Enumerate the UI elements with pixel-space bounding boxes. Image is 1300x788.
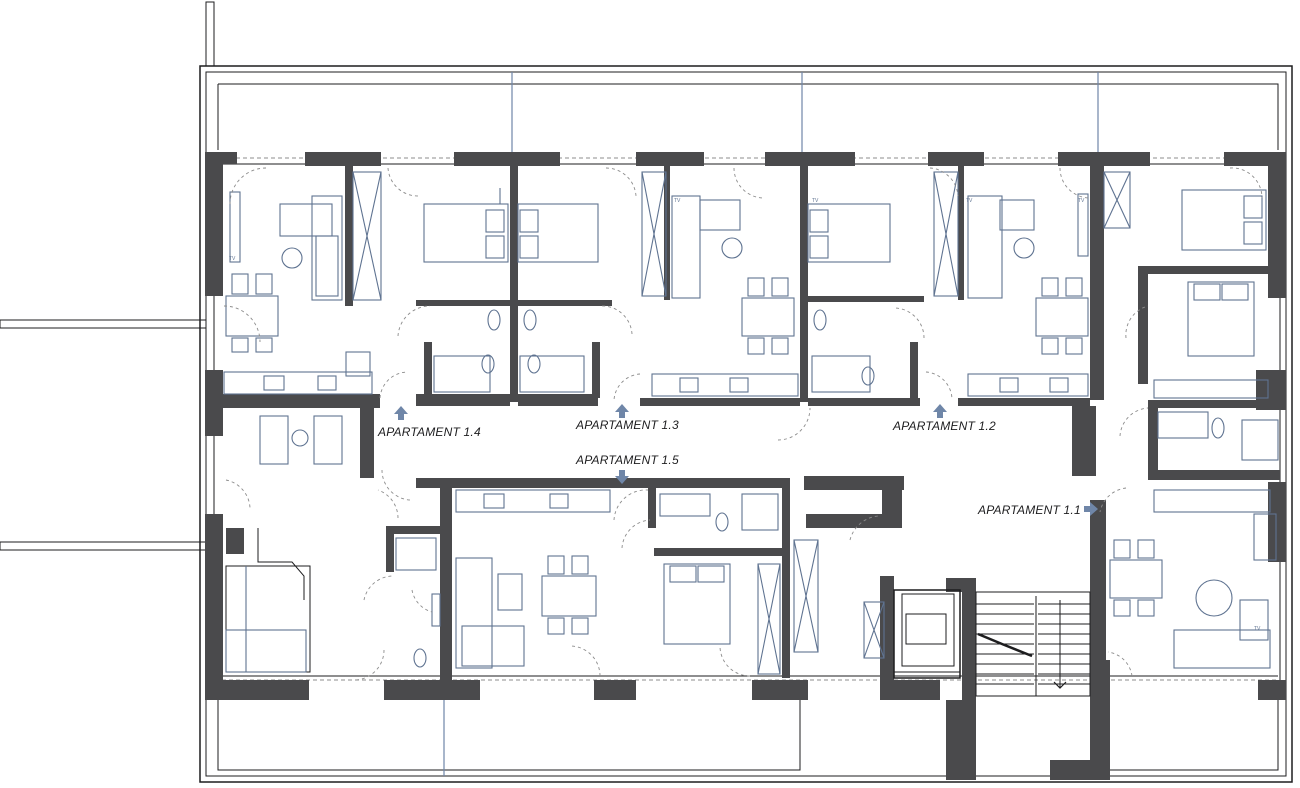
apartment-label: APARTAMENT 1.4: [377, 425, 481, 439]
door-swings: [223, 167, 1263, 681]
tv-marks: TV TV TV TV TV TV: [229, 198, 1261, 632]
apartment-1-2: APARTAMENT 1.2: [892, 404, 996, 433]
dining-tables: [225, 273, 1163, 635]
apartment-1-1: APARTAMENT 1.1: [977, 502, 1098, 517]
kitchen-counters: [223, 351, 1277, 561]
entry-arrow-icon: [1084, 502, 1098, 516]
wardrobes: [352, 171, 1131, 675]
apartment-1-4: APARTAMENT 1.4: [377, 406, 481, 439]
tv-label: TV: [1254, 626, 1261, 632]
entry-arrow-icon: [933, 404, 947, 418]
elevator: [893, 589, 961, 679]
apartment-label: APARTAMENT 1.1: [977, 503, 1081, 517]
entry-arrow-icon: [615, 470, 629, 484]
lower-left-stair: [225, 528, 311, 673]
sofas: [229, 191, 1271, 669]
structural-walls: [205, 152, 1286, 780]
side-railings: [0, 319, 207, 551]
apartment-label: APARTAMENT 1.2: [892, 419, 996, 433]
apartment-label: APARTAMENT 1.3: [575, 418, 679, 432]
apartment-1-3: APARTAMENT 1.3: [575, 404, 679, 432]
entry-arrow-icon: [394, 406, 408, 420]
lounge-beds: [259, 415, 343, 465]
tv-label: TV: [966, 198, 973, 204]
tv-label: TV: [1078, 198, 1085, 204]
tv-label: TV: [812, 198, 819, 204]
bathrooms: [395, 309, 1279, 668]
apartment-1-5: APARTAMENT 1.5: [575, 453, 679, 484]
beds: [423, 188, 1267, 645]
staircase: [975, 591, 1091, 697]
tv-label: TV: [674, 198, 681, 204]
tv-label: TV: [229, 256, 236, 262]
apartment-labels: APARTAMENT 1.4 APARTAMENT 1.3 APARTAMENT…: [377, 404, 1098, 517]
apartment-label: APARTAMENT 1.5: [575, 453, 679, 467]
entry-arrow-icon: [615, 404, 629, 418]
terrace-outline: [199, 1, 1293, 783]
